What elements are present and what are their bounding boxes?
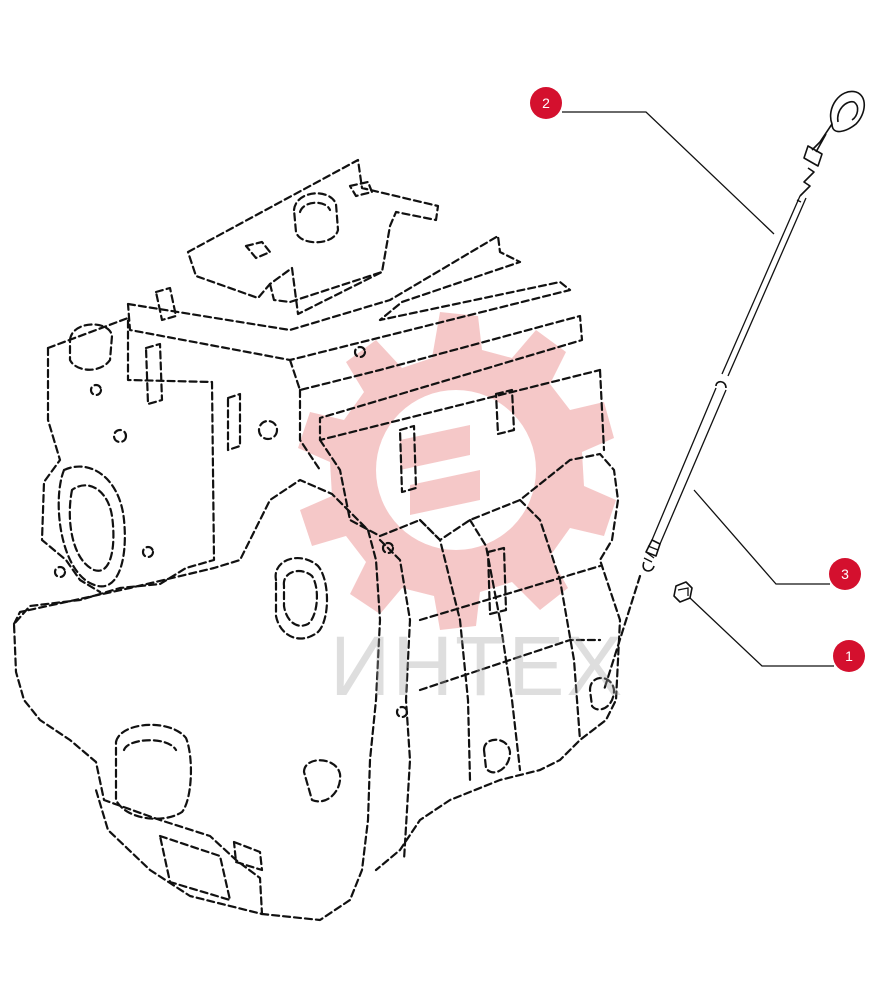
dipstick-tube-drawing	[602, 380, 727, 692]
leader-line-3	[693, 489, 830, 585]
tube-plug-drawing	[673, 581, 693, 603]
dipstick-drawing	[721, 90, 866, 377]
callout-badge-3[interactable]: 3	[829, 558, 861, 590]
gear-logo-icon	[298, 312, 616, 630]
callout-badge-2[interactable]: 2	[530, 87, 562, 119]
leader-lines	[562, 111, 834, 667]
engine-block	[12, 158, 622, 922]
callout-badge-1[interactable]: 1	[833, 640, 865, 672]
watermark-text: ИНТЕХ	[330, 619, 625, 713]
leader-line-1	[689, 597, 834, 667]
leader-line-2	[562, 111, 775, 235]
